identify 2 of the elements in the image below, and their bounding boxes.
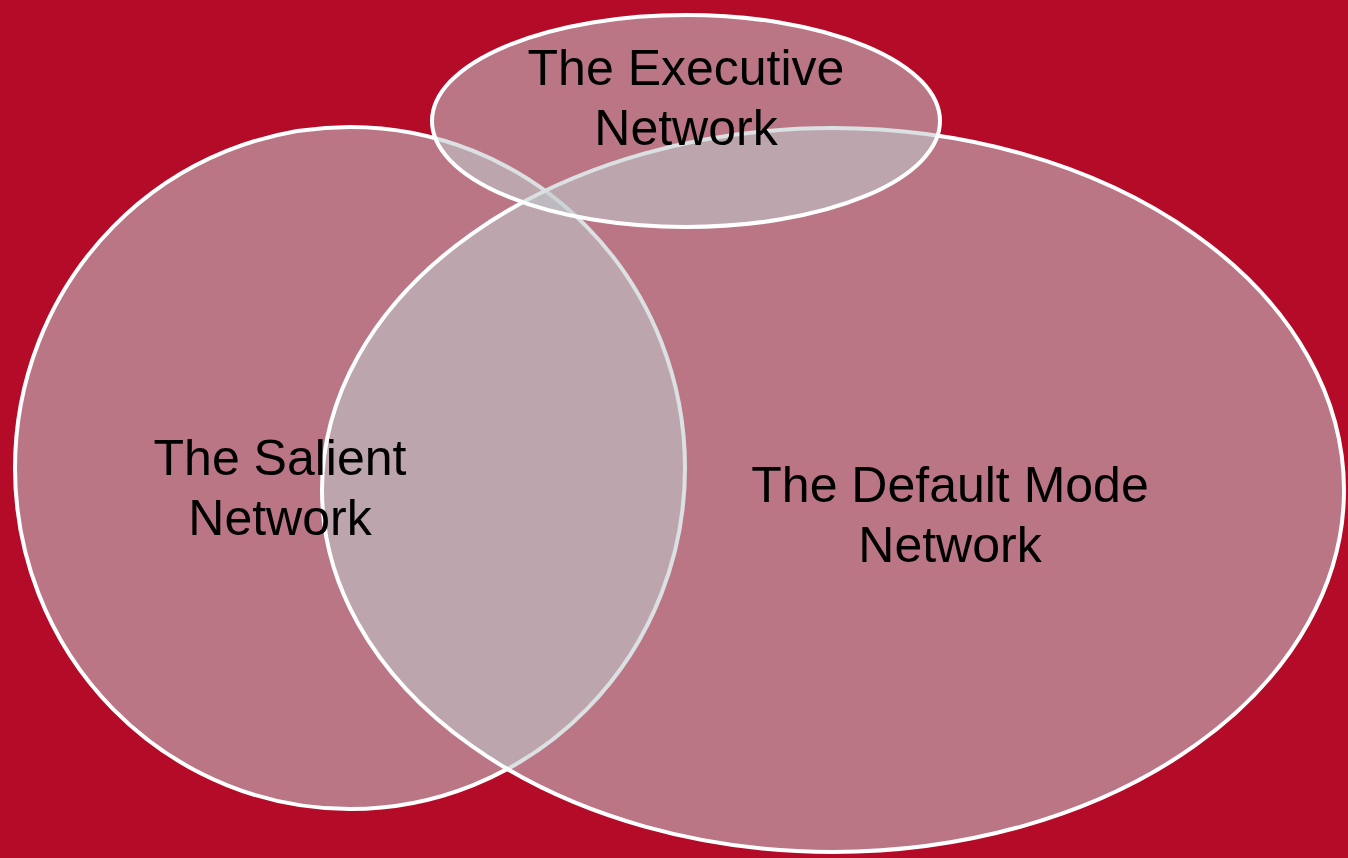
set-label: The Default Mode Network <box>750 456 1150 575</box>
set-label: The Executive Network <box>526 39 846 158</box>
